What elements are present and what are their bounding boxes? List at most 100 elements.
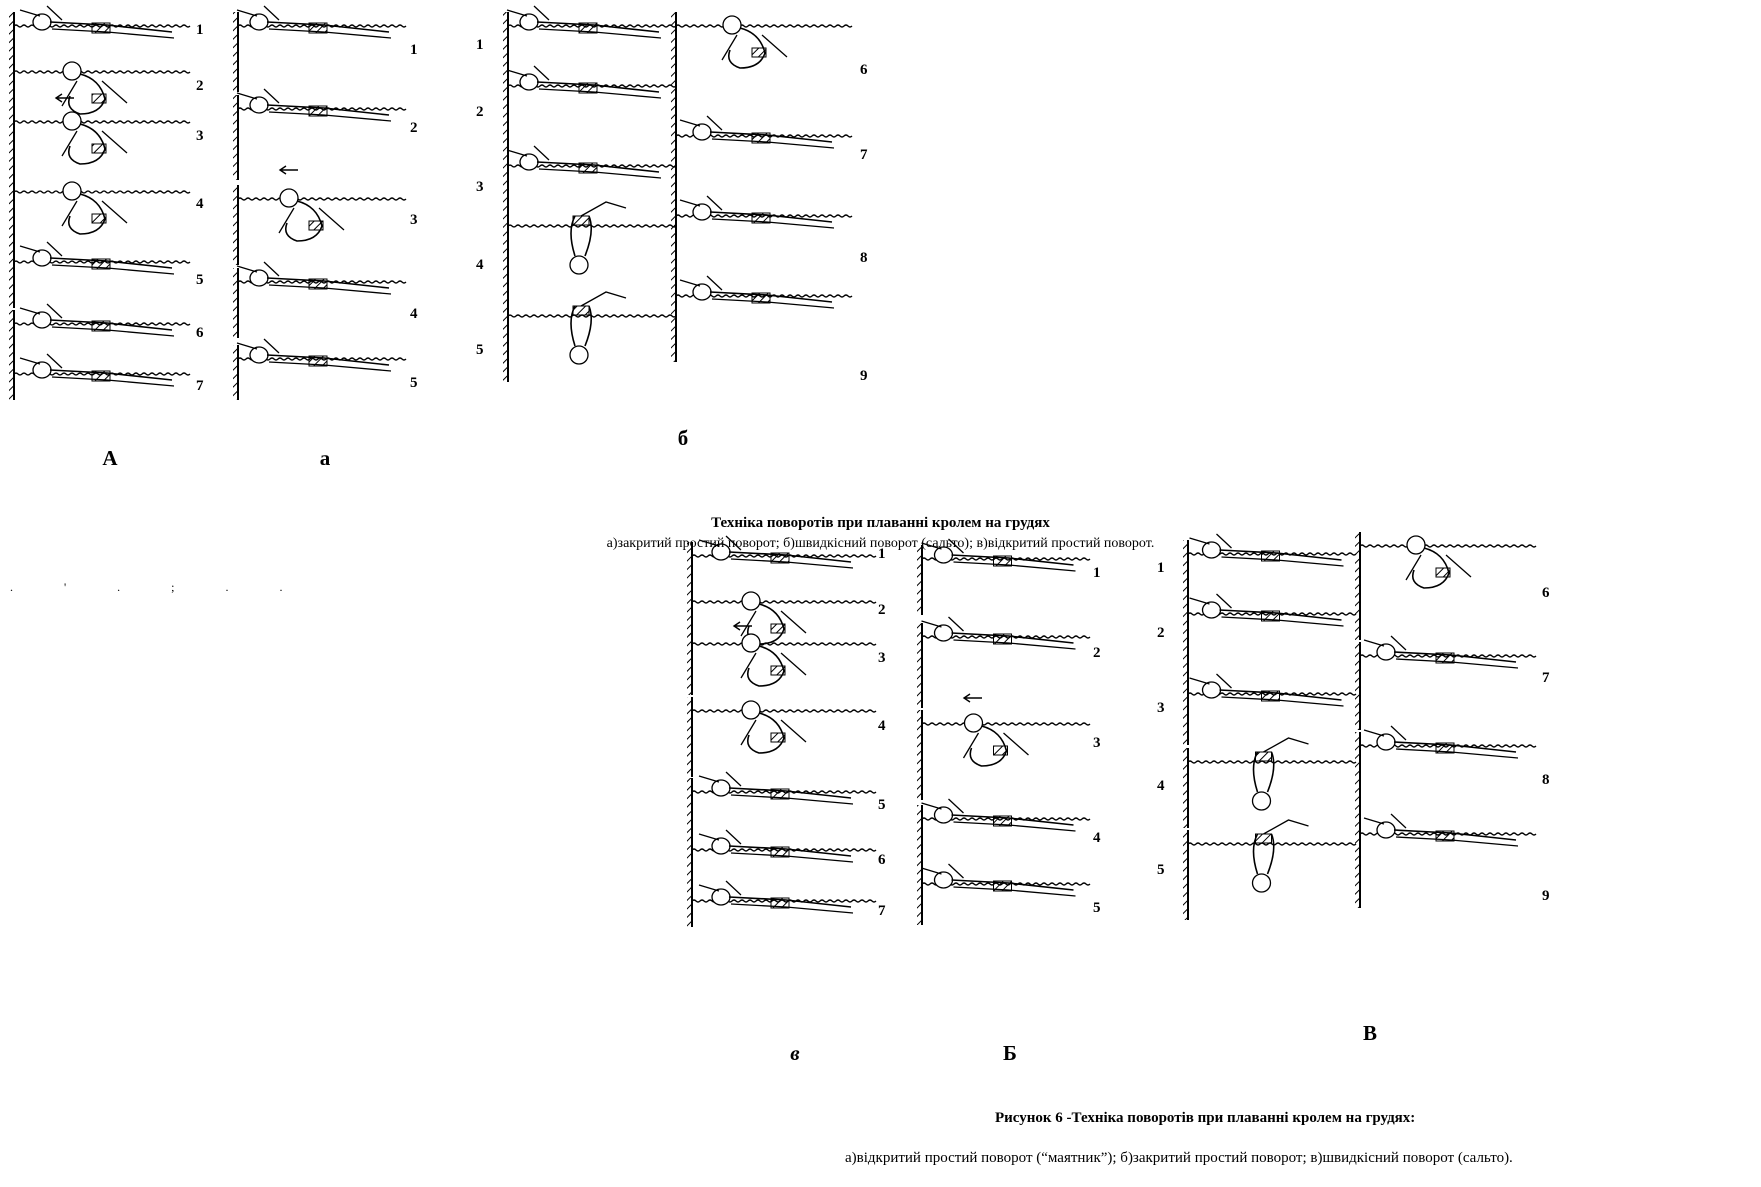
turn-step-frame — [233, 88, 407, 180]
step-number: 3 — [1093, 735, 1101, 751]
labels-layer: 1234567А12345а123456789б1234567в12345Б12… — [102, 22, 1550, 1065]
step-number: 7 — [860, 147, 868, 163]
water-surface-icon — [13, 70, 191, 74]
water-surface-icon — [507, 224, 677, 228]
turn-step-frame — [687, 771, 877, 838]
pool-wall-icon — [1183, 600, 1188, 680]
pool-wall-icon — [687, 836, 692, 888]
swimmer-figure-icon — [962, 713, 1029, 767]
swimmer-figure-icon — [506, 145, 662, 179]
pool-wall-icon — [1355, 732, 1360, 820]
swimmer-figure-icon — [1189, 673, 1344, 707]
turn-step-frame — [1183, 737, 1357, 828]
pool-wall-icon — [9, 310, 14, 360]
pool-wall-icon — [503, 152, 508, 212]
turn-step-frame — [671, 115, 853, 202]
water-surface-icon — [237, 197, 407, 201]
turn-step-frame — [1355, 532, 1537, 640]
swimmer-figure-icon — [698, 829, 854, 863]
swimmer-figure-icon — [61, 111, 128, 165]
turn-step-frame — [233, 185, 407, 265]
pool-wall-icon — [9, 248, 14, 308]
turn-step-frame — [9, 353, 191, 400]
turn-step-frame — [9, 5, 191, 60]
pool-wall-icon — [671, 12, 676, 122]
step-number: 7 — [878, 903, 886, 919]
swimmer-figure-icon — [61, 61, 128, 115]
pool-wall-icon — [687, 588, 692, 636]
step-number: 3 — [476, 179, 484, 195]
step-number: 1 — [476, 37, 484, 53]
pool-wall-icon — [671, 282, 676, 362]
step-number: 2 — [878, 602, 886, 618]
step-number: 1 — [878, 546, 886, 562]
pool-wall-icon — [1355, 642, 1360, 730]
turn-step-frame — [503, 5, 677, 72]
swimmer-figure-icon — [921, 863, 1076, 897]
pool-wall-icon — [9, 58, 14, 108]
step-number: 1 — [196, 22, 204, 38]
turn-step-frame — [671, 195, 853, 282]
pool-wall-icon — [671, 122, 676, 202]
step-number: 3 — [410, 212, 418, 228]
swimmer-figure-icon — [19, 353, 175, 387]
swimmer-figure-icon — [236, 88, 392, 122]
turn-step-frame — [1183, 593, 1357, 680]
step-number: 5 — [878, 797, 886, 813]
pool-wall-icon — [687, 697, 692, 777]
turn-step-frame — [9, 108, 191, 178]
step-number: 5 — [1157, 862, 1165, 878]
turn-step-frame — [671, 12, 853, 122]
panel-label: а — [320, 446, 331, 470]
turn-step-frame — [917, 616, 1091, 708]
water-surface-icon — [507, 314, 677, 318]
step-number: 5 — [196, 272, 204, 288]
turn-step-frame — [9, 303, 191, 360]
step-number: 2 — [476, 104, 484, 120]
step-number: 6 — [860, 62, 868, 78]
step-number: 1 — [1157, 560, 1165, 576]
step-number: 3 — [1157, 700, 1165, 716]
pool-wall-icon — [687, 887, 692, 927]
turn-step-frame — [917, 863, 1091, 925]
swimmer-figure-icon — [236, 261, 392, 295]
swimmer-figure-icon — [61, 181, 128, 235]
panel-label: Б — [1003, 1041, 1017, 1065]
turn-step-frame — [233, 338, 407, 400]
turn-step-frame — [917, 710, 1091, 800]
water-surface-icon — [921, 722, 1091, 726]
swimmer-figure-icon — [721, 15, 788, 69]
turn-step-frame — [503, 291, 677, 382]
step-number: 3 — [878, 650, 886, 666]
pool-wall-icon — [503, 72, 508, 152]
pool-wall-icon — [917, 545, 922, 615]
water-surface-icon — [1359, 544, 1537, 548]
pool-wall-icon — [233, 268, 238, 338]
swimmer-figure-icon — [740, 700, 807, 754]
swimmer-figure-icon — [698, 771, 854, 805]
panel-V — [1183, 532, 1537, 920]
pool-wall-icon — [503, 212, 508, 302]
swimmer-figure-icon — [236, 338, 392, 372]
direction-arrow-icon — [54, 93, 74, 103]
swimmer-figure-icon — [19, 241, 175, 275]
step-number: 2 — [410, 120, 418, 136]
pool-wall-icon — [671, 202, 676, 282]
step-number: 1 — [410, 42, 418, 58]
swimmer-figure-icon — [698, 880, 854, 914]
panel-label: В — [1363, 1021, 1377, 1045]
swimmer-figure-icon — [1189, 533, 1344, 567]
step-number: 3 — [196, 128, 204, 144]
step-number: 4 — [196, 196, 204, 212]
swimmer-figure-icon — [1251, 819, 1309, 893]
pool-wall-icon — [1355, 532, 1360, 640]
pool-wall-icon — [1183, 830, 1188, 920]
turn-step-frame — [671, 275, 853, 362]
turn-step-frame — [917, 798, 1091, 870]
swimmer-figure-icon — [1251, 737, 1309, 811]
pool-wall-icon — [9, 108, 14, 178]
pool-wall-icon — [503, 302, 508, 382]
step-number: 5 — [476, 342, 484, 358]
panel-b — [503, 5, 853, 382]
swimmer-figure-icon — [1189, 593, 1344, 627]
